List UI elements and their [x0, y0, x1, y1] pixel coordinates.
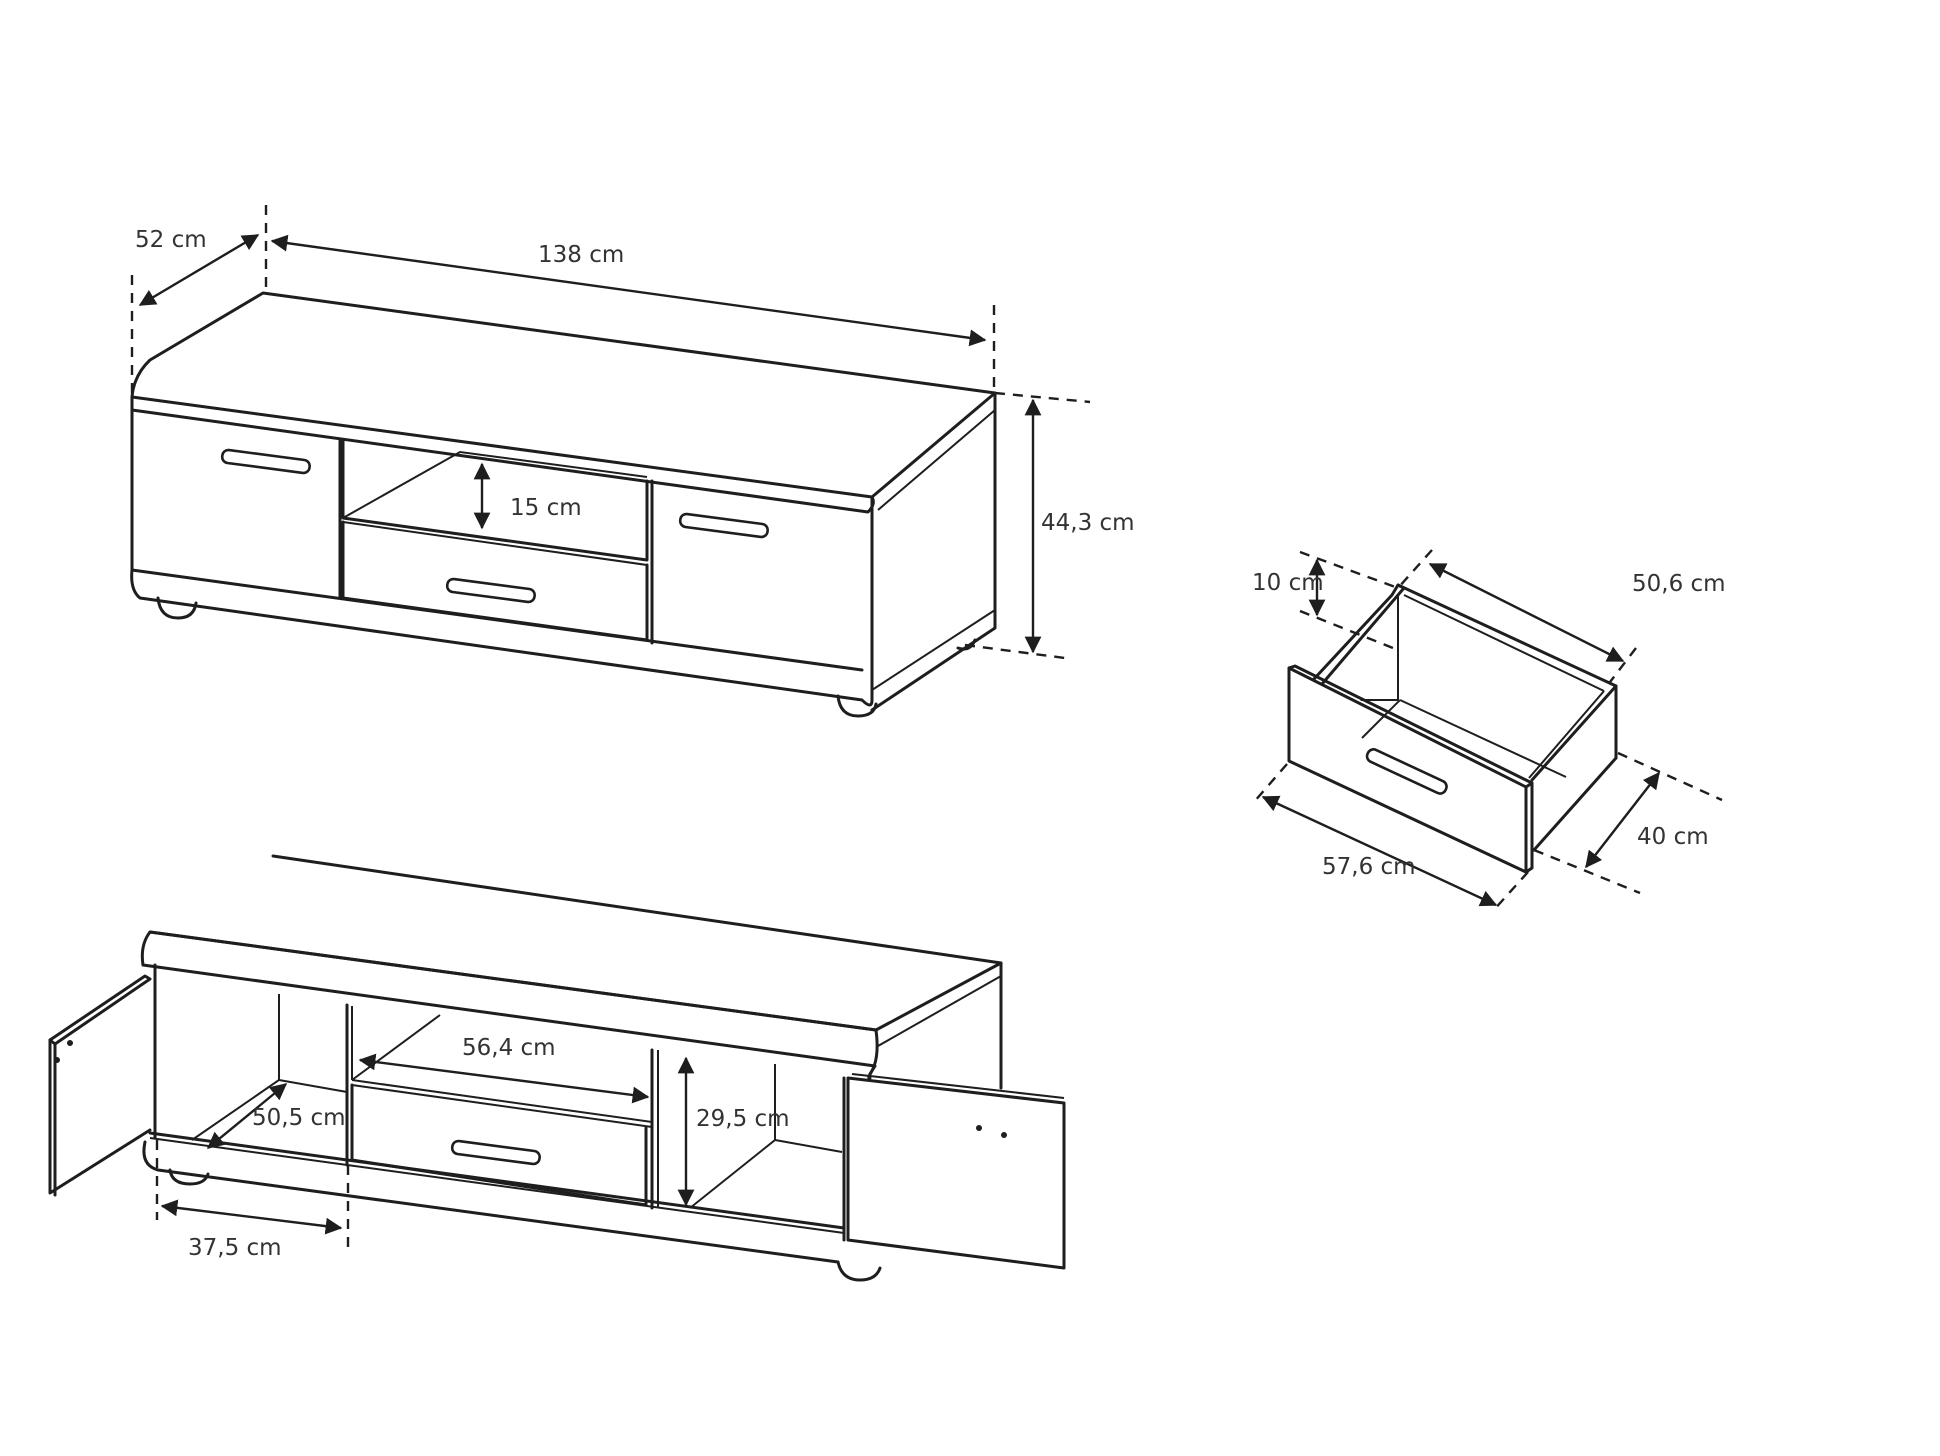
hinge-dot — [976, 1125, 982, 1131]
open-cabinet-top — [140, 854, 1003, 1032]
dim-drawer-inner-depth-label: 50,6 cm — [1632, 571, 1726, 597]
dim-compartment-depth-label: 50,5 cm — [252, 1105, 346, 1131]
open-cabinet-view: 56,4 cm 50,5 cm 29,5 cm 37,5 cm — [48, 854, 1066, 1282]
dim-depth-label: 52 cm — [135, 227, 207, 253]
hinge-dot — [54, 1057, 60, 1063]
dim-shelf-width-label: 56,4 cm — [462, 1035, 556, 1061]
dim-drawer-depth-label: 40 cm — [1637, 824, 1709, 850]
drawer-handle — [445, 577, 536, 604]
dim-width-label: 138 cm — [538, 242, 624, 268]
dim-drawer-front-width-label: 57,6 cm — [1322, 854, 1416, 880]
dim-compartment-width-label: 37,5 cm — [188, 1235, 282, 1261]
left-door-handle — [220, 448, 311, 475]
foot — [836, 694, 878, 718]
dim-height-label: 44,3 cm — [1041, 510, 1135, 536]
cabinet-top — [130, 291, 997, 499]
open-cabinet-drawer — [350, 1083, 648, 1207]
hinge-dot — [67, 1040, 73, 1046]
dim-drawer-height-label: 10 cm — [1252, 570, 1324, 596]
drawer-view: 10 cm 50,6 cm 57,6 cm 40 cm — [1252, 549, 1726, 913]
foot — [168, 1168, 210, 1186]
open-shelf — [341, 439, 649, 562]
cabinet-right-side — [870, 391, 997, 712]
dim-shelf-height-label: 15 cm — [510, 495, 582, 521]
left-open-door — [48, 974, 152, 1046]
right-open-door — [846, 1076, 1066, 1270]
closed-cabinet-view: 52 cm 138 cm 44,3 cm 15 cm — [130, 205, 1135, 718]
dim-compartment-height-label: 29,5 cm — [696, 1106, 790, 1132]
foot — [836, 1260, 882, 1282]
drawer-handle — [1365, 748, 1448, 795]
foot — [156, 596, 198, 620]
hinge-dot — [1001, 1132, 1007, 1138]
right-door-handle — [678, 512, 769, 539]
front-drawer — [341, 520, 649, 642]
drawer-handle — [450, 1139, 541, 1166]
